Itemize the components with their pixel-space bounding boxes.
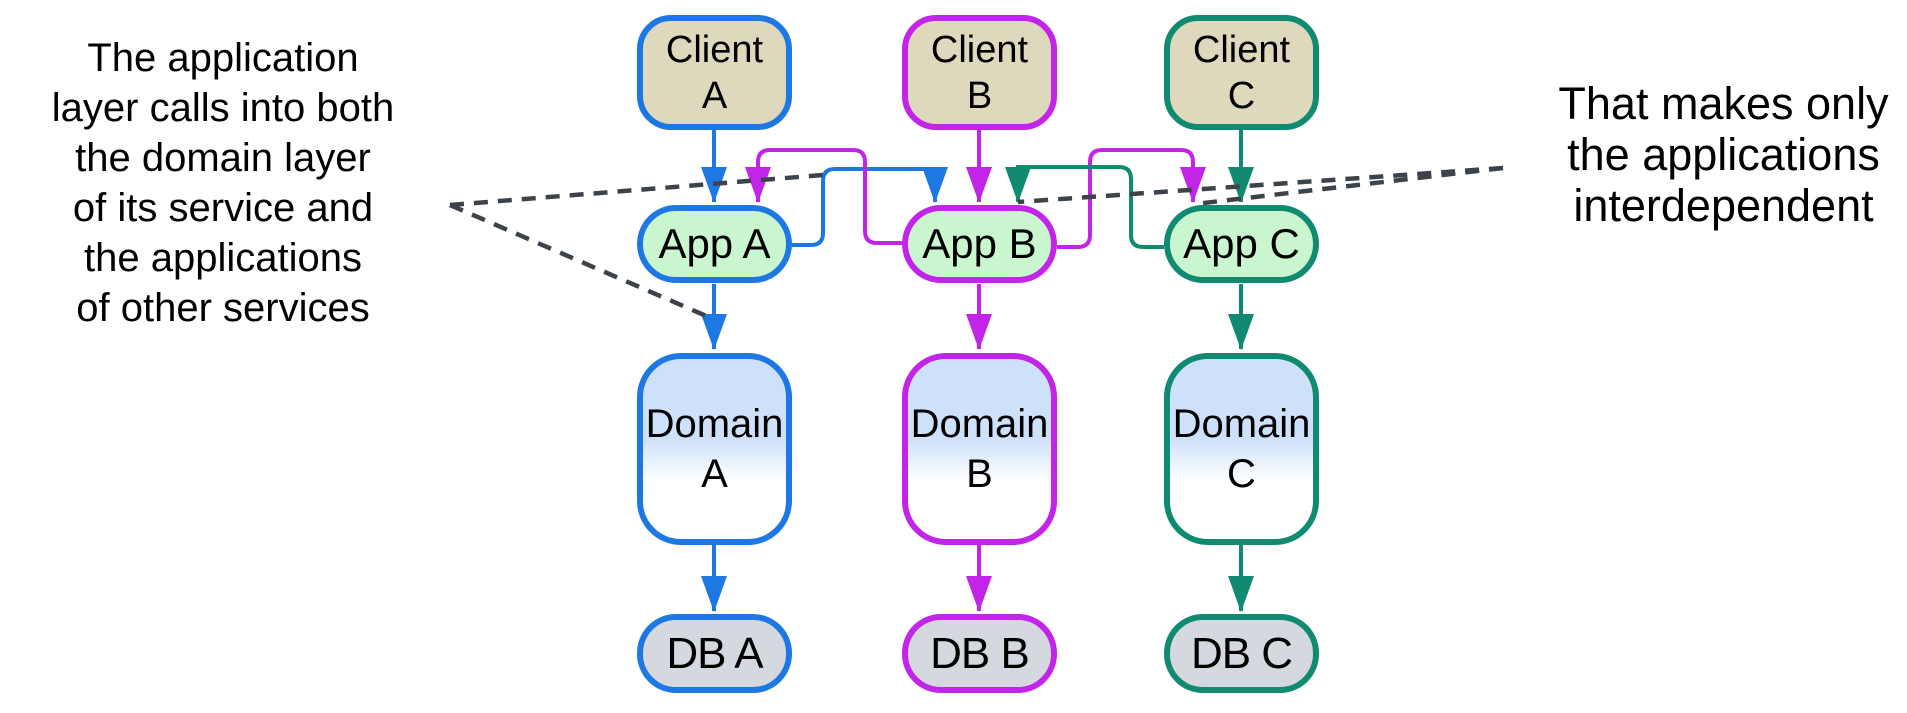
left-note-pointer-line-upper xyxy=(449,172,824,208)
domain-b-node: Domain B xyxy=(902,353,1057,545)
db-b-node: DB B xyxy=(902,614,1057,693)
client-b-label: Client B xyxy=(930,28,1029,117)
domain-a-node: Domain A xyxy=(637,353,792,545)
db-a-node: DB A xyxy=(637,614,792,693)
app-c-label: App C xyxy=(1183,220,1300,267)
client-a-node: Client A xyxy=(637,15,792,130)
db-b-label: DB B xyxy=(930,628,1030,678)
app-b-node: App B xyxy=(902,205,1057,283)
app-c-node: App C xyxy=(1164,205,1319,283)
domain-c-label: Domain C xyxy=(1172,402,1311,496)
db-a-label: DB A xyxy=(666,628,763,678)
client-c-node: Client C xyxy=(1164,15,1319,130)
domain-c-node: Domain C xyxy=(1164,353,1319,545)
right-note-pointer-line-lower xyxy=(1194,165,1504,207)
client-b-node: Client B xyxy=(902,15,1057,130)
domain-b-label: Domain B xyxy=(910,402,1049,496)
app-a-node: App A xyxy=(637,205,792,283)
app-a-label: App A xyxy=(658,220,771,267)
domain-a-label: Domain A xyxy=(645,402,784,496)
client-a-label: Client A xyxy=(665,28,764,117)
right-note-pointer-line-upper xyxy=(1017,165,1504,205)
left-annotation-text: The application layer calls into both th… xyxy=(51,36,395,330)
client-c-label: Client C xyxy=(1192,28,1291,117)
db-c-label: DB C xyxy=(1190,628,1293,678)
db-c-node: DB C xyxy=(1164,614,1319,693)
app-b-label: App B xyxy=(922,220,1037,267)
right-annotation-text: That makes only the applications interde… xyxy=(1558,78,1889,231)
